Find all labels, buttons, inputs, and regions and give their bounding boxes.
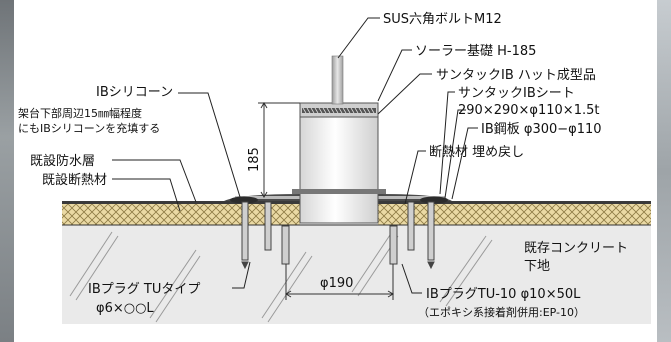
silicone-bead-left xyxy=(230,196,258,204)
concrete-substrate xyxy=(62,224,651,324)
insulation-layer-left xyxy=(62,203,300,225)
hat-molding xyxy=(302,108,376,113)
silicone-bead-right xyxy=(420,196,448,204)
height-dimension xyxy=(258,102,300,198)
label-plug-right-note: （エポキシ系接着剤併用:EP-10） xyxy=(418,305,585,319)
foundation-flange xyxy=(292,189,386,194)
label-steel-plate: IB鋼板 φ300−φ110 xyxy=(481,122,602,137)
label-sheet: サンタックIBシート xyxy=(458,86,575,101)
concrete-hatch xyxy=(69,231,493,323)
label-foundation: ソーラー基礎 H-185 xyxy=(415,44,536,59)
label-concrete-2: 下地 xyxy=(524,259,550,274)
insulation-layer-right xyxy=(378,203,651,225)
label-sheet-dim: 290×290×φ110×1.5t xyxy=(458,103,599,118)
height-dimension-label: 185 xyxy=(247,147,262,172)
background-photo-left xyxy=(0,0,14,342)
label-insulation: 既設断熱材 xyxy=(42,172,107,188)
label-plug-left: IBプラグ TUタイプ xyxy=(88,282,200,297)
label-silicone: IBシリコーン xyxy=(96,85,173,100)
label-silicone-note-1: 架台下部周辺15㎜幅程度 xyxy=(18,106,142,120)
solar-foundation xyxy=(299,102,379,224)
label-bolt: SUS六角ボルトM12 xyxy=(383,12,502,27)
diameter-dimension-label: φ190 xyxy=(320,276,353,291)
label-silicone-note-2: にもIBシリコーンを充填する xyxy=(18,121,160,135)
label-insulation-refill: 断熱材 埋め戻し xyxy=(429,145,524,160)
label-plug-right: IBプラグTU-10 φ10×50L xyxy=(426,287,581,302)
label-waterproof: 既設防水層 xyxy=(30,153,95,169)
leader-lines xyxy=(112,17,478,294)
label-hat: サンタックIB ハット成型品 xyxy=(436,68,596,83)
sus-bolt xyxy=(331,55,344,105)
label-concrete-1: 既存コンクリート xyxy=(524,241,628,256)
background-photo-right xyxy=(657,0,671,342)
label-plug-left-size: φ6×○○L xyxy=(96,301,154,316)
diameter-dimension xyxy=(285,264,394,300)
